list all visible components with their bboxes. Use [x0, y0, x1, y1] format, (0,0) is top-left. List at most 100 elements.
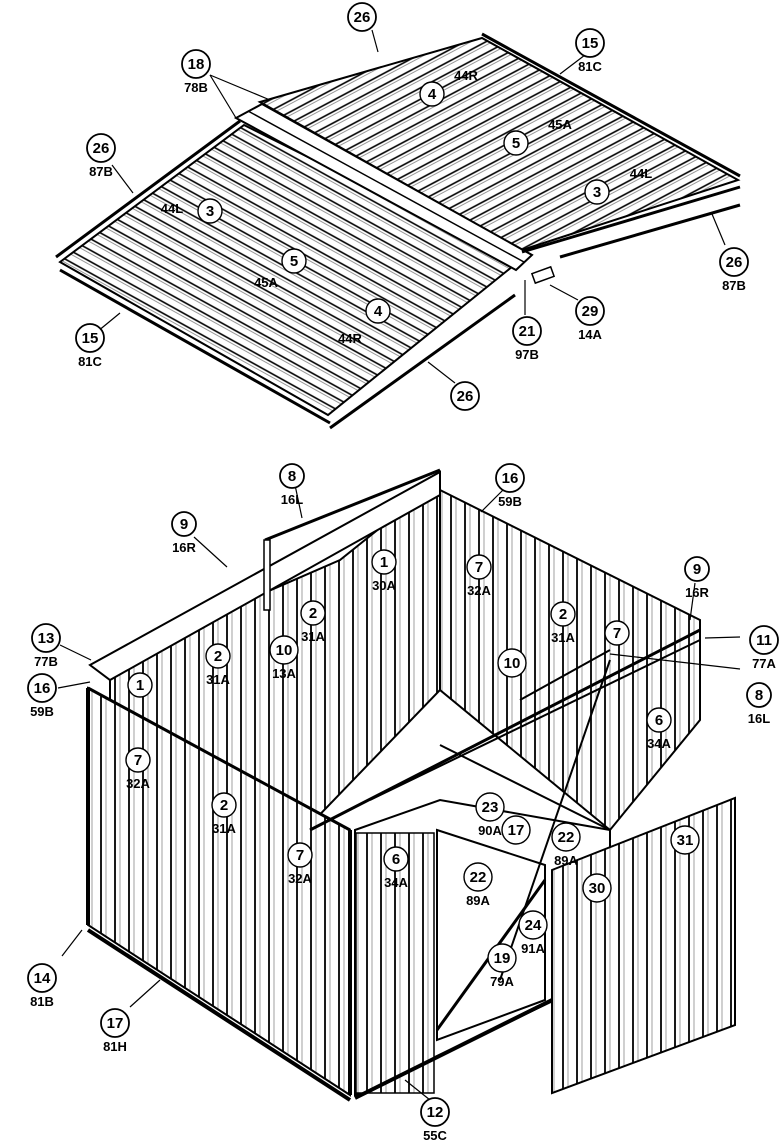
callout-circle	[670, 825, 700, 855]
callout-number: 14	[34, 970, 51, 987]
callout-circle	[463, 862, 493, 892]
callout-circle	[746, 682, 772, 708]
callout-number: 4	[374, 303, 383, 320]
callout-circle	[269, 635, 299, 665]
callout-circle	[205, 643, 231, 669]
callout-number: 4	[428, 86, 437, 103]
callout-number: 7	[475, 559, 483, 576]
callout-circle	[371, 549, 397, 575]
callout-circle	[27, 673, 57, 703]
callout-number: 8	[755, 687, 763, 704]
callout-circle	[604, 620, 630, 646]
callout-circle	[551, 822, 581, 852]
callout-wp10b: 10	[497, 648, 527, 678]
callout-number: 3	[593, 184, 601, 201]
floor-rail-front	[86, 928, 352, 1102]
callout-number: 26	[457, 388, 474, 405]
callout-circle	[450, 381, 480, 411]
callout-number: 26	[93, 140, 110, 157]
callout-code: 31A	[212, 821, 236, 836]
back-wall-right	[439, 488, 701, 832]
bracket-part	[530, 265, 556, 285]
callout-number: 30	[589, 880, 606, 897]
callout-circle	[347, 2, 377, 32]
callout-code: 81C	[578, 59, 602, 74]
eave-trim-left	[59, 268, 331, 425]
callout-number: 21	[519, 323, 536, 340]
callout-code: 89A	[466, 893, 490, 908]
callout-number: 6	[392, 851, 400, 868]
callout-circle	[281, 248, 307, 274]
callout-code: 77B	[34, 654, 58, 669]
callout-circle	[419, 81, 445, 107]
door-opening	[436, 828, 546, 1042]
callout-r26a: 26	[347, 2, 377, 32]
callout-code: 89A	[554, 853, 578, 868]
roof-assembly	[55, 32, 741, 430]
callout-number: 2	[214, 648, 222, 665]
roof-brace	[369, 639, 701, 801]
callout-code: 30A	[372, 578, 396, 593]
callout-circle	[646, 707, 672, 733]
callout-code: 34A	[384, 875, 408, 890]
callout-circle	[171, 511, 197, 537]
callout-number: 11	[756, 632, 772, 649]
callout-circle	[127, 672, 153, 698]
callout-code: 31A	[206, 672, 230, 687]
callout-circle	[197, 198, 223, 224]
callout-number: 16	[502, 470, 519, 487]
callout-circle	[86, 133, 116, 163]
callout-number: 15	[582, 35, 599, 52]
callout-number: 6	[655, 712, 663, 729]
wall-callouts: 816L1659B916R916R1377B1177A1659B816L1481…	[27, 463, 779, 1143]
callout-number: 5	[512, 135, 520, 152]
callout-circle	[584, 179, 610, 205]
callout-number: 2	[309, 605, 317, 622]
callout-circle	[501, 815, 531, 845]
callout-number: 29	[582, 303, 599, 320]
callout-number: 1	[136, 677, 144, 694]
callout-number: 1	[380, 554, 388, 571]
callout-number: 18	[188, 56, 205, 73]
callout-circle	[31, 623, 61, 653]
callout-circle	[495, 463, 525, 493]
callout-code: 44R	[454, 68, 478, 83]
wall-assembly	[86, 468, 736, 1102]
callout-number: 5	[290, 253, 298, 270]
callout-code: 78B	[184, 80, 208, 95]
callout-number: 17	[107, 1015, 124, 1032]
callout-wp7b: 7	[604, 620, 630, 646]
callout-circle	[475, 792, 505, 822]
callout-code: 79A	[490, 974, 514, 989]
eave-trim-right	[521, 185, 741, 254]
callout-circle	[749, 625, 779, 655]
callout-wp30: 30	[582, 873, 612, 903]
callout-number: 12	[427, 1104, 444, 1121]
callout-circle	[420, 1097, 450, 1127]
floor-rail-door	[354, 998, 553, 1100]
callout-number: 16	[34, 680, 51, 697]
callout-circle	[582, 873, 612, 903]
callout-code: 55C	[423, 1128, 447, 1143]
callout-number: 9	[180, 516, 188, 533]
callout-code: 16R	[172, 540, 196, 555]
callout-number: 10	[504, 655, 521, 672]
callout-number: 22	[558, 829, 575, 846]
callout-code: 87B	[722, 278, 746, 293]
